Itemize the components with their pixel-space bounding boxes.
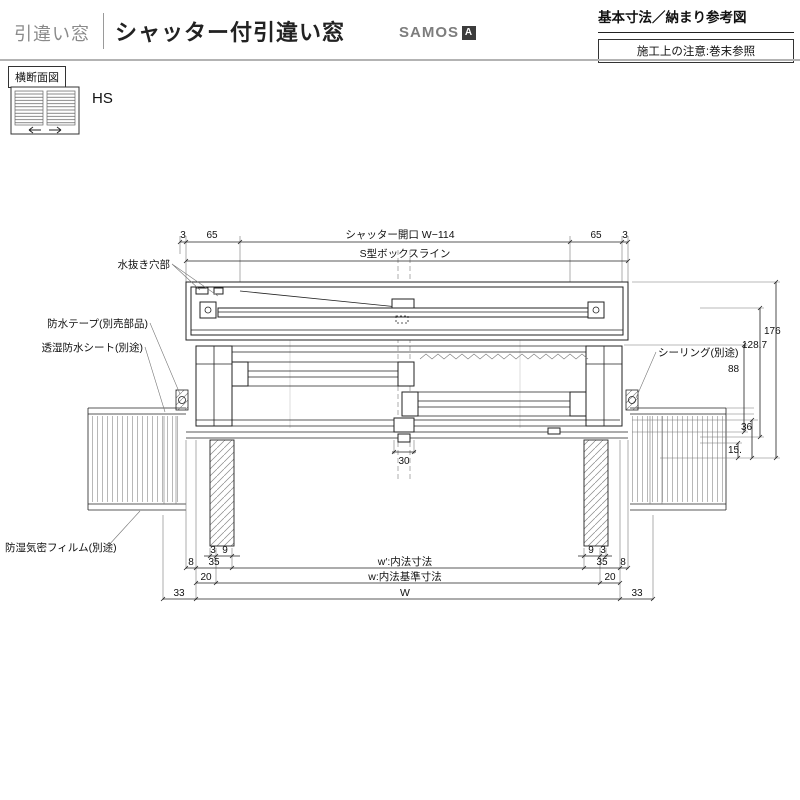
sealing-label: シーリング(別途) — [658, 346, 739, 359]
dim-9-left: 9 — [222, 545, 228, 556]
window-frame — [186, 339, 628, 443]
left-stud — [209, 439, 235, 547]
page-title: シャッター付引違い窓 — [115, 20, 346, 45]
dim-30: 30 — [398, 456, 410, 467]
dim-88: 88 — [728, 364, 740, 375]
dim-9-right: 9 — [588, 545, 594, 556]
dim-35-right: 35 — [596, 557, 608, 568]
header-divider — [103, 13, 104, 49]
sliding-arrows-icon — [28, 126, 62, 134]
right-dimension-lines: 176 128.7 88 36 15. — [624, 279, 781, 461]
dim-128-7: 128.7 — [742, 340, 767, 351]
top-dimension-lines: 3 65 シャッター開口 W−114 65 3 S型ボックスライン — [177, 229, 631, 264]
dim-overall-width: W — [400, 587, 410, 599]
shutter-opening-label: シャッター開口 W−114 — [345, 229, 454, 241]
reference-title: 基本寸法／納まり参考図 — [598, 6, 794, 33]
left-wall-section — [87, 389, 189, 511]
dim-top-3-left: 3 — [180, 230, 186, 241]
brand-badge: A — [462, 25, 477, 40]
series-code-label: HS — [92, 90, 113, 107]
dim-33-right: 33 — [631, 588, 643, 599]
box-line-label: S型ボックスライン — [360, 247, 451, 260]
dim-3-left: 3 — [210, 545, 216, 556]
dim-33-left: 33 — [173, 588, 185, 599]
vapor-film-label: 防湿気密フィルム(別途) — [5, 541, 117, 554]
dim-top-65-left: 65 — [206, 230, 218, 241]
dim-8-left: 8 — [188, 557, 194, 568]
window-type-icon — [10, 86, 80, 135]
waterproof-tape-label: 防水テープ(別売部品) — [47, 317, 148, 330]
dim-176: 176 — [764, 326, 781, 337]
drain-hole-label: 水抜き穴部 — [118, 258, 171, 271]
construction-note: 施工上の注意:巻末参照 — [598, 39, 794, 63]
dim-3-right: 3 — [600, 545, 606, 556]
meeting-stile-dimension: 30 — [391, 440, 417, 467]
dim-20-left: 20 — [200, 572, 212, 583]
brand-logo: SAMOS A — [399, 24, 477, 41]
standard-inner-dimension-label: w:内法基準寸法 — [367, 570, 442, 583]
header-right-block: 基本寸法／納まり参考図 施工上の注意:巻末参照 — [598, 6, 794, 63]
dim-35-left: 35 — [208, 557, 220, 568]
inner-dimension-label: w′:内法寸法 — [377, 555, 432, 568]
part-labels: 水抜き穴部 防水テープ(別売部品) 透湿防水シート(別途) シーリング(別途) … — [5, 258, 739, 554]
dim-36: 36 — [741, 422, 753, 433]
dim-8-right: 8 — [620, 557, 626, 568]
breathable-sheet-label: 透湿防水シート(別途) — [42, 341, 144, 354]
projection-lines — [179, 236, 629, 480]
dim-top-65-right: 65 — [590, 230, 602, 241]
right-stud — [583, 439, 609, 547]
bottom-dimension-lines: 3 9 9 3 8 35 w′:内法寸法 35 8 20 w:内法基準寸法 20… — [160, 440, 656, 602]
brand-name: SAMOS — [399, 24, 460, 41]
dim-15: 15. — [728, 445, 742, 456]
window-category-label: 引違い窓 — [14, 24, 90, 44]
dim-top-3-right: 3 — [622, 230, 628, 241]
header-rule — [0, 59, 800, 61]
dim-20-right: 20 — [604, 572, 616, 583]
right-wall-section — [625, 389, 754, 511]
shutter-box — [185, 281, 629, 341]
